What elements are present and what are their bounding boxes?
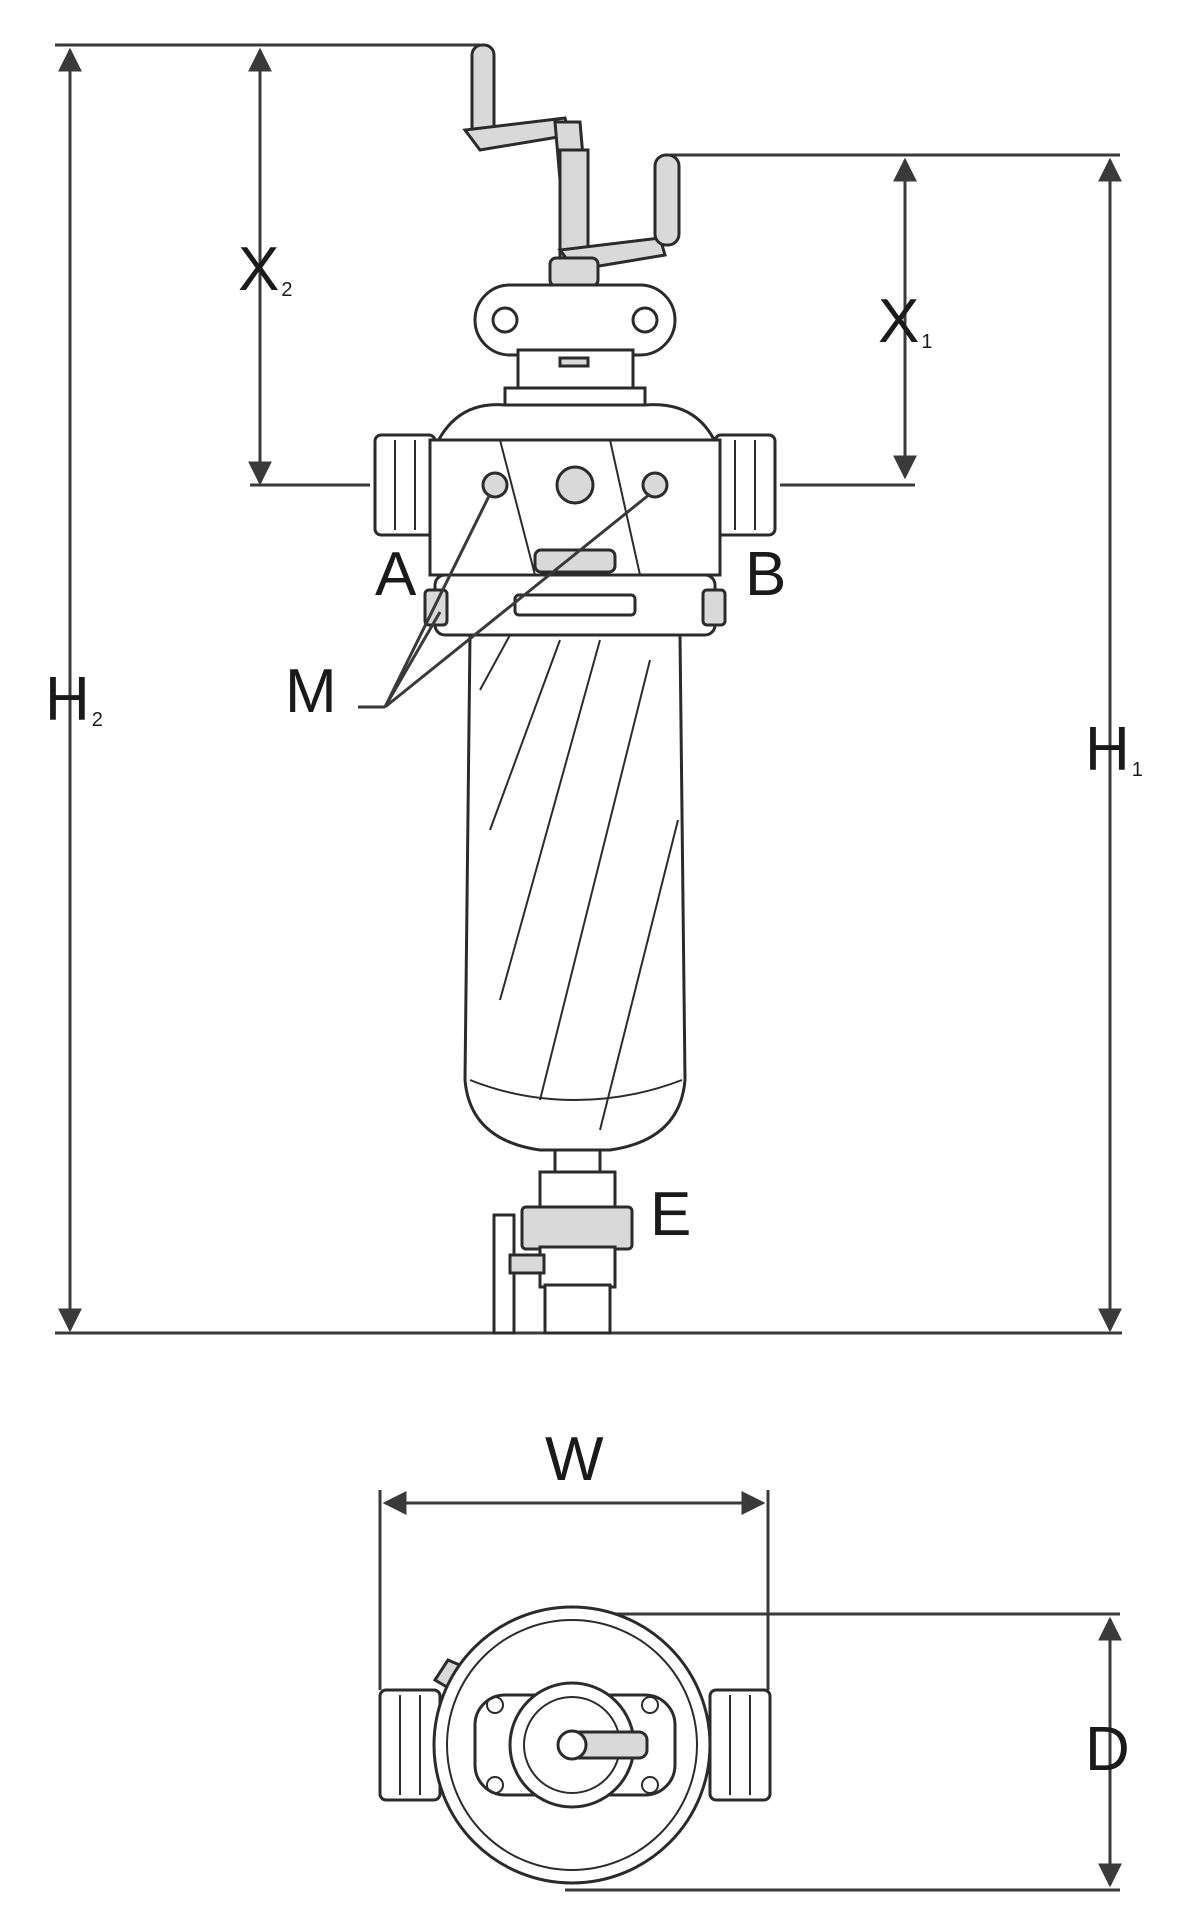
left-crank-handle [462, 43, 587, 182]
label-m: M [285, 657, 337, 726]
label-d: D [1085, 1715, 1130, 1784]
m-leader-lines [358, 492, 651, 709]
clamp-band [423, 573, 727, 637]
gauge-port-b [641, 471, 669, 499]
label-b: B [745, 540, 786, 609]
filter-front-view [373, 43, 777, 1335]
filter-housing [463, 633, 687, 1152]
drain-fitting [492, 1148, 634, 1335]
label-e: E [650, 1180, 691, 1249]
outlet-port-right [713, 433, 777, 537]
top-cap [473, 283, 677, 357]
inlet-port-left [373, 433, 437, 537]
top-view-shaft [556, 1729, 588, 1761]
center-port [555, 465, 595, 505]
label-w: W [545, 1425, 604, 1494]
gauge-port-a [481, 471, 509, 499]
filter-top-view [378, 1605, 772, 1885]
top-view-right-port [708, 1688, 772, 1802]
dimension-lines-top [378, 1490, 1122, 1892]
top-view-left-port [378, 1688, 442, 1802]
label-a: A [375, 540, 417, 609]
